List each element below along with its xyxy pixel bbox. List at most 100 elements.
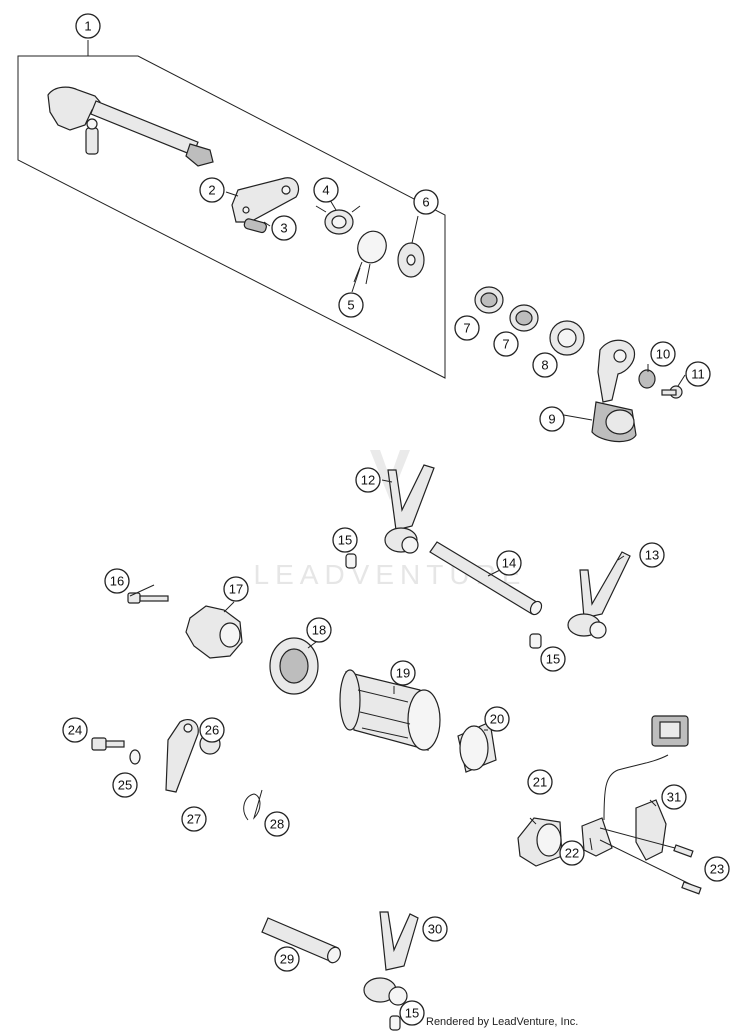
svg-text:12: 12 <box>361 473 375 488</box>
svg-text:26: 26 <box>205 723 219 738</box>
svg-text:9: 9 <box>548 412 555 427</box>
callout-23: 23 <box>704 856 730 882</box>
callout-4: 4 <box>313 177 339 203</box>
small-spring <box>243 218 267 234</box>
shift-star-wheel <box>185 605 243 659</box>
svg-text:3: 3 <box>280 221 287 236</box>
callout-6: 6 <box>413 189 439 215</box>
callout-13: 13 <box>639 542 665 568</box>
svg-text:27: 27 <box>187 812 201 827</box>
lever-torsion-spring <box>243 789 263 821</box>
svg-text:7: 7 <box>463 321 470 336</box>
callout-15-middle: 15 <box>540 646 566 672</box>
svg-text:14: 14 <box>502 556 516 571</box>
svg-text:28: 28 <box>270 817 284 832</box>
lever-bolt <box>91 737 125 751</box>
guide-pin-lower <box>389 1015 401 1031</box>
callout-22: 22 <box>559 840 585 866</box>
torsion-spring <box>353 230 387 285</box>
svg-text:11: 11 <box>691 367 705 382</box>
svg-text:8: 8 <box>541 358 548 373</box>
callout-5: 5 <box>338 292 364 318</box>
callout-19: 19 <box>390 660 416 686</box>
svg-text:10: 10 <box>656 347 670 362</box>
bracket-screw-lower <box>681 881 702 895</box>
svg-text:6: 6 <box>422 195 429 210</box>
callout-14: 14 <box>496 550 522 576</box>
shift-shaft <box>47 86 214 167</box>
bracket-screw-upper <box>673 844 694 858</box>
svg-text:19: 19 <box>396 666 410 681</box>
callout-31: 31 <box>661 784 687 810</box>
callout-21: 21 <box>527 769 553 795</box>
drum-bearing <box>269 637 319 695</box>
svg-text:20: 20 <box>490 712 504 727</box>
callout-8: 8 <box>532 352 558 378</box>
gear-position-sensor <box>581 715 689 857</box>
svg-text:15: 15 <box>338 533 352 548</box>
lever-screw <box>661 385 683 399</box>
callout-12: 12 <box>355 467 381 493</box>
svg-text:5: 5 <box>347 298 354 313</box>
spring-clip <box>315 205 361 235</box>
callout-16: 16 <box>104 568 130 594</box>
callout-10: 10 <box>650 341 676 367</box>
callout-18: 18 <box>306 617 332 643</box>
locking-plate <box>231 177 300 223</box>
shift-fork-upper <box>384 464 435 554</box>
callout-15-upper: 15 <box>332 527 358 553</box>
gear-sensor-cap <box>517 817 563 867</box>
callout-17: 17 <box>223 576 249 602</box>
callout-27: 27 <box>181 806 207 832</box>
callout-25: 25 <box>112 772 138 798</box>
callout-3: 3 <box>271 215 297 241</box>
sensor-bracket <box>599 799 699 889</box>
drum-bolt <box>127 592 169 604</box>
svg-text:22: 22 <box>565 846 579 861</box>
callout-11: 11 <box>685 361 711 387</box>
seal-ring <box>549 320 585 356</box>
svg-text:1: 1 <box>84 19 91 34</box>
shift-lever <box>591 339 637 443</box>
svg-text:29: 29 <box>280 952 294 967</box>
locking-lever <box>165 719 199 793</box>
lever-washer <box>129 749 141 765</box>
svg-text:13: 13 <box>645 548 659 563</box>
callout-26: 26 <box>199 717 225 743</box>
svg-text:15: 15 <box>405 1006 419 1021</box>
svg-text:23: 23 <box>710 862 724 877</box>
lever-nut <box>638 369 656 389</box>
callout-7-first: 7 <box>454 315 480 341</box>
svg-text:2: 2 <box>208 183 215 198</box>
callout-20: 20 <box>484 706 510 732</box>
callout-2: 2 <box>199 177 225 203</box>
svg-text:21: 21 <box>533 775 547 790</box>
svg-text:24: 24 <box>68 723 82 738</box>
bushing-b <box>509 304 539 332</box>
callout-29: 29 <box>274 946 300 972</box>
svg-text:16: 16 <box>110 574 124 589</box>
svg-text:25: 25 <box>118 778 132 793</box>
callout-28: 28 <box>264 811 290 837</box>
shift-drum <box>339 669 441 751</box>
svg-text:18: 18 <box>312 623 326 638</box>
svg-text:4: 4 <box>322 183 329 198</box>
svg-text:30: 30 <box>428 922 442 937</box>
bushing-a <box>474 286 504 314</box>
fork-rail-upper <box>429 541 543 616</box>
callout-15-lower: 15 <box>399 1000 425 1026</box>
guide-pin-upper <box>345 553 357 569</box>
callout-1: 1 <box>75 13 101 39</box>
svg-text:17: 17 <box>229 582 243 597</box>
washer <box>397 242 425 278</box>
fork-rail-lower <box>261 917 341 964</box>
svg-text:31: 31 <box>667 790 681 805</box>
shift-fork-lower <box>363 911 419 1006</box>
drum-ring <box>457 721 497 773</box>
render-credit: Rendered by LeadVenture, Inc. <box>426 1016 579 1028</box>
assembly-group-outline <box>17 55 446 379</box>
callout-24: 24 <box>62 717 88 743</box>
svg-text:15: 15 <box>546 652 560 667</box>
svg-text:7: 7 <box>502 337 509 352</box>
